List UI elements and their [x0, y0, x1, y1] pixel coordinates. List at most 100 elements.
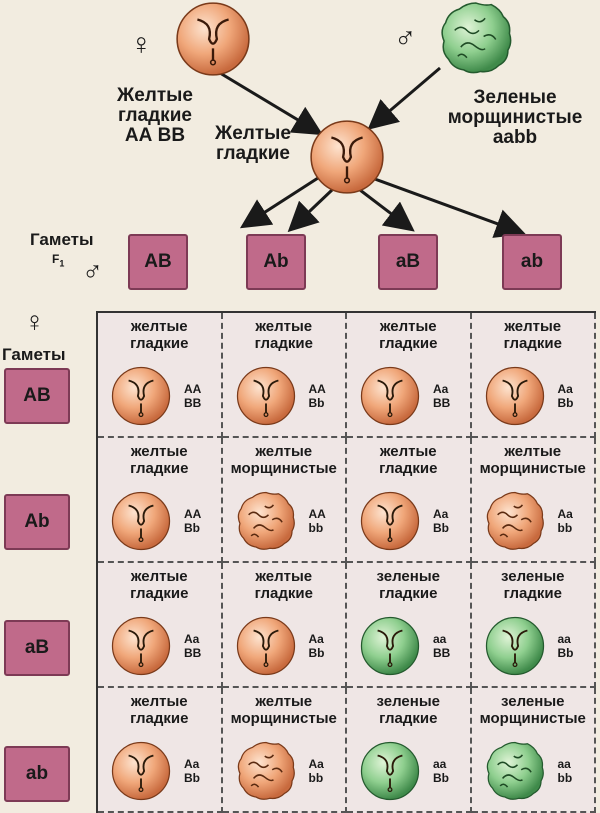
- genotype-allele-b: bb: [557, 770, 573, 785]
- yellow-wrinkled-pea-seed: [237, 741, 295, 800]
- genotype-allele-a: AA: [184, 382, 202, 396]
- phenotype-color: желтые: [255, 318, 313, 335]
- genotype-allele-b: Bb: [433, 520, 449, 535]
- genotype-allele-a: Aa: [184, 757, 200, 771]
- left-gamete-3: aB: [4, 620, 70, 676]
- top-gamete-1: AB: [128, 234, 188, 290]
- yellow-smooth-pea-seed: [111, 491, 171, 551]
- genotype-allele-b: BB: [433, 395, 451, 410]
- phenotype-shape: гладкие: [379, 459, 438, 477]
- top-gamete-3: aB: [378, 234, 438, 290]
- phenotype-shape: гладкие: [379, 334, 438, 352]
- male-parent-seed: [441, 2, 512, 74]
- arrow-f1-to-gamete-4: [371, 176, 526, 238]
- phenotype-color: желтые: [504, 318, 562, 335]
- genotype-allele-b: BB: [184, 395, 202, 410]
- genotype-allele-b: BB: [184, 645, 202, 660]
- phenotype-shape: морщинистые: [230, 709, 337, 727]
- phenotype-shape: гладкие: [379, 584, 438, 602]
- phenotype-color: зеленые: [501, 568, 565, 585]
- phenotype-color: желтые: [130, 443, 188, 460]
- f1-letter: F: [52, 252, 60, 266]
- top-gamete-4: ab: [502, 234, 562, 290]
- phenotype-color: желтые: [255, 568, 313, 585]
- phenotype-color: желтые: [379, 443, 437, 460]
- phenotype-color: желтые: [379, 318, 437, 335]
- genotype-allele-a: Aa: [308, 632, 324, 646]
- phenotype-color: желтые: [130, 318, 188, 335]
- male-shape-label: морщинистые: [447, 106, 583, 128]
- green-wrinkled-pea-seed: [486, 741, 544, 800]
- genotype-allele-a: AA: [184, 507, 202, 521]
- phenotype-color: желтые: [130, 693, 188, 710]
- phenotype-shape: гладкие: [130, 334, 189, 352]
- genotype-allele-b: Bb: [557, 395, 574, 410]
- phenotype-shape: морщинистые: [479, 709, 586, 727]
- genotype-allele-b: Bb: [184, 520, 200, 535]
- male-color-label: Зеленые: [473, 87, 557, 108]
- genotype-allele-b: Bb: [308, 395, 325, 410]
- phenotype-shape: гладкие: [130, 459, 189, 477]
- yellow-smooth-pea-seed: [111, 366, 171, 426]
- male-genotype: aabb: [492, 126, 538, 148]
- genotype-allele-a: Aa: [557, 507, 573, 521]
- female-color-label: Желтые: [117, 85, 193, 106]
- yellow-smooth-pea-seed: [111, 741, 171, 801]
- arrow-f1-to-gamete-2: [287, 188, 334, 233]
- phenotype-color: желтые: [504, 443, 562, 460]
- genotype-allele-a: AA: [308, 507, 326, 521]
- genotype-allele-a: aa: [557, 757, 571, 771]
- male-symbol-gametes: ♂: [82, 256, 103, 287]
- phenotype-shape: гладкие: [503, 584, 562, 602]
- phenotype-color: желтые: [255, 443, 313, 460]
- genotype-allele-b: bb: [308, 520, 324, 535]
- arrow-male-to-f1: [367, 66, 441, 130]
- yellow-smooth-pea-seed: [485, 366, 544, 426]
- phenotype-color: зеленые: [376, 693, 441, 710]
- arrows: [214, 66, 526, 238]
- genotype-allele-b: Bb: [557, 645, 574, 660]
- genotype-allele-b: bb: [308, 770, 324, 785]
- phenotype-shape: гладкие: [503, 334, 562, 352]
- gametes-label-left: Гаметы: [2, 345, 66, 364]
- phenotype-color: зеленые: [501, 693, 565, 710]
- genotype-allele-a: Aa: [557, 382, 573, 396]
- genotype-allele-a: Aa: [433, 507, 449, 521]
- left-gamete-4: ab: [4, 746, 70, 802]
- genotype-allele-b: BB: [433, 645, 451, 660]
- left-gamete-1: AB: [4, 368, 70, 424]
- yellow-wrinkled-pea-seed: [237, 491, 295, 550]
- phenotype-color: желтые: [255, 693, 313, 710]
- phenotype-shape: гладкие: [130, 584, 189, 602]
- left-gamete-2: Ab: [4, 494, 70, 550]
- gametes-label-top: Гаметы: [30, 230, 94, 249]
- f1-sub: 1: [59, 258, 65, 269]
- arrow-female-to-f1: [214, 68, 324, 136]
- f1-generation-label: F1: [52, 252, 64, 268]
- phenotype-shape: гладкие: [130, 709, 189, 727]
